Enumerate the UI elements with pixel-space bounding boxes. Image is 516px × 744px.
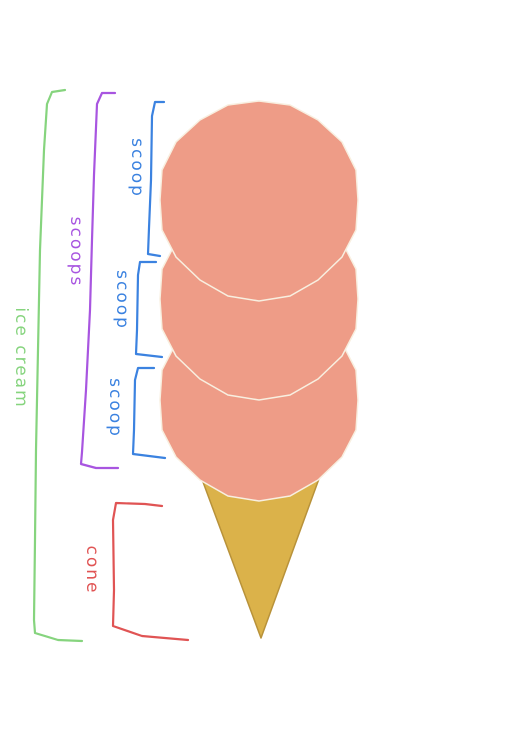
scoop-middle-bracket (134, 260, 164, 359)
scoop-top-shape (159, 100, 359, 302)
scoops-bracket (79, 91, 120, 470)
ice-cream-label: ice cream (11, 307, 31, 408)
scoop-middle-label: scoop (112, 270, 132, 330)
scoop-bottom-label: scoop (105, 378, 125, 438)
ice-cream-bracket (32, 88, 84, 643)
scoop-bottom-bracket (131, 366, 167, 460)
scoop-top-bracket (146, 100, 166, 258)
scoops-label: scoops (66, 217, 86, 288)
cone-bracket (111, 501, 190, 642)
cone-label: cone (82, 546, 102, 595)
scoop-top-label: scoop (127, 138, 147, 198)
